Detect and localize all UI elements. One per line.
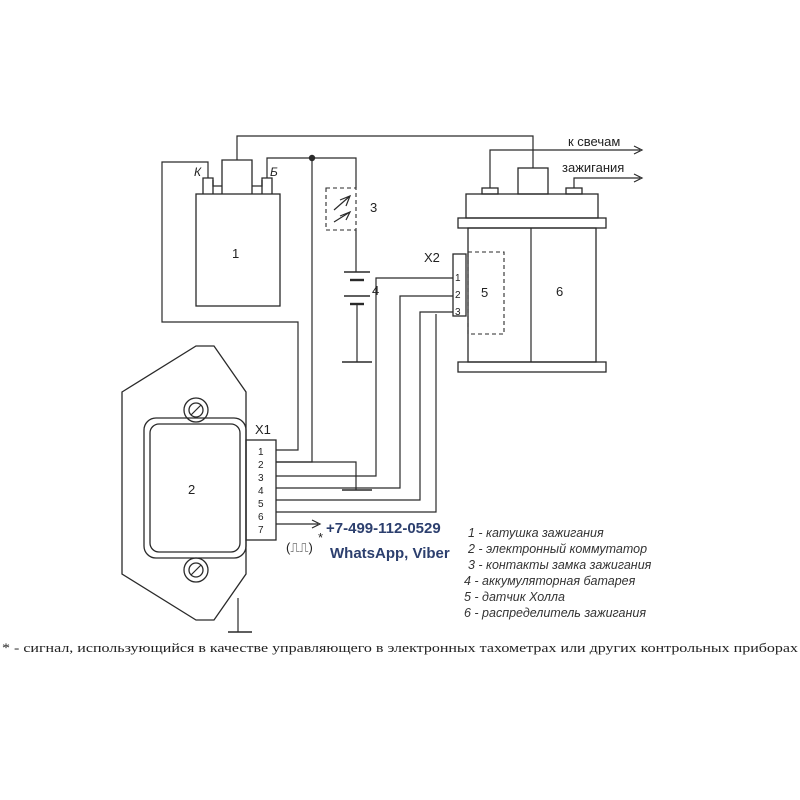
legend-item-5: 5 - датчик Холла [464,590,565,604]
x1-pin-3: 3 [258,473,264,484]
legend-item-3: 3 - контакты замка зажигания [468,558,652,572]
x2-pin-2: 2 [455,290,461,301]
ignition-switch-number: 3 [370,200,377,215]
electronic-commutator: 2 X1 1 2 3 4 5 6 7 [121,345,277,633]
x1-pin-2: 2 [258,460,264,471]
legend-item-4: 4 - аккумуляторная батарея [464,574,636,588]
commutator-connector-label: X1 [255,422,271,437]
coil-number: 1 [232,246,239,261]
distributor: 6 X2 1 2 3 [424,167,607,373]
ignition-switch: 3 [325,187,377,231]
legend: 1 - катушка зажигания 2 - электронный ко… [464,526,652,620]
x1-pin-4: 4 [258,486,264,497]
signal-asterisk: * [318,530,323,545]
distributor-connector-label: X2 [424,250,440,265]
hall-sensor: 5 [467,251,505,335]
x1-pin-7: 7 [258,525,264,536]
x1-pin-1: 1 [258,447,264,458]
x2-pin-3: 3 [455,307,461,318]
hall-sensor-number: 5 [481,285,488,300]
promo-messengers: WhatsApp, Viber [330,545,450,562]
top-screw-icon [183,397,209,423]
spark-plug-label-line-2: зажигания [562,160,624,175]
spark-plug-label-line-1: к свечам [568,134,620,149]
footnote: * - сигнал, использующийся в качестве уп… [2,640,799,655]
bottom-screw-icon [183,557,209,583]
x1-pin-6: 6 [258,512,264,523]
ignition-coil: 1 К Б [194,159,281,307]
legend-item-1: 1 - катушка зажигания [468,526,604,540]
x1-pin-5: 5 [258,499,264,510]
battery: 4 [344,271,379,306]
coil-terminal-b-label: Б [270,165,278,179]
signal-pulse-icon: (⎍⎍) [286,540,313,555]
promo-phone: +7-499-112-0529 [326,520,441,537]
legend-item-2: 2 - электронный коммутатор [467,542,647,556]
x2-pin-1: 1 [455,273,461,284]
coil-terminal-k-label: К [194,165,202,179]
wiring [161,135,644,529]
distributor-number: 6 [556,284,563,299]
legend-item-6: 6 - распределитель зажигания [464,606,646,620]
commutator-number: 2 [188,482,195,497]
